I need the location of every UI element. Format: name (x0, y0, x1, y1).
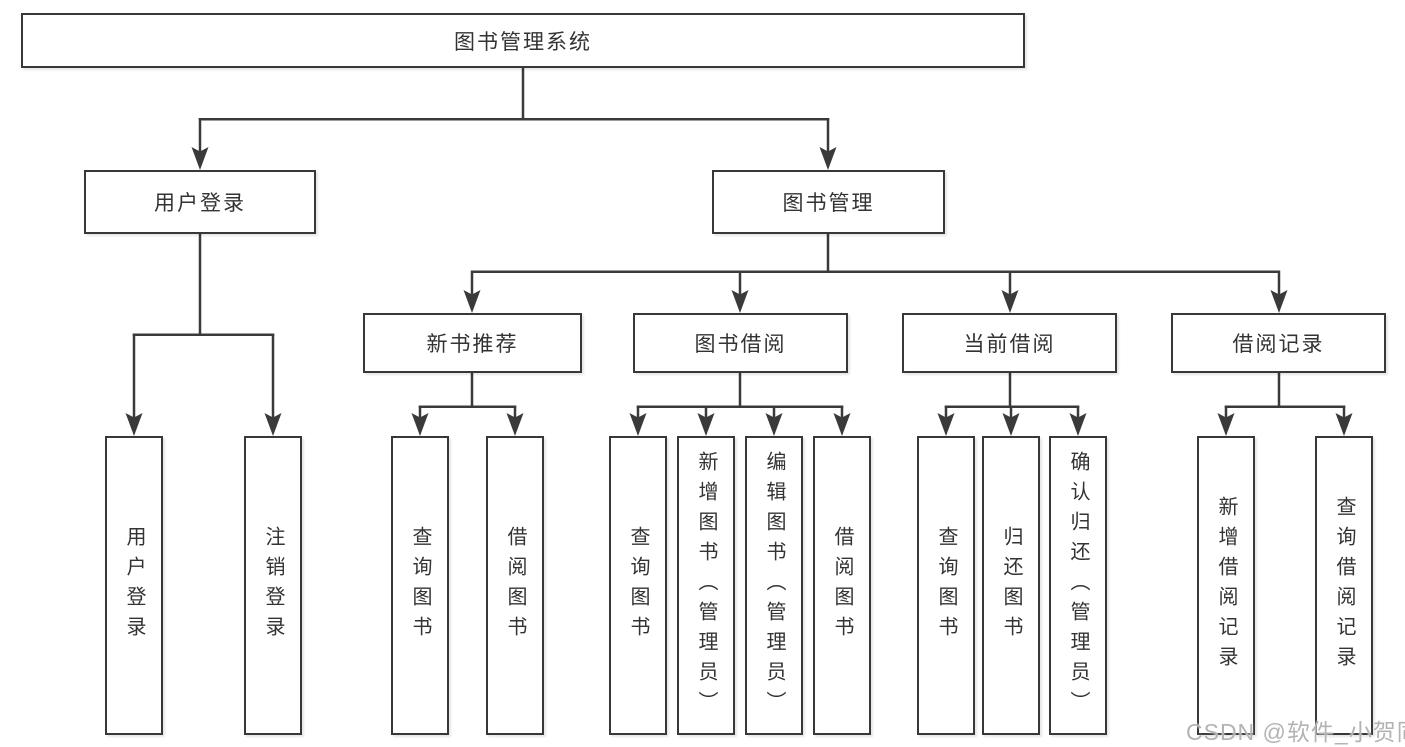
leaf-user-login: 用户登录 (105, 436, 163, 735)
leaf-label: 归还图书 (1000, 525, 1022, 646)
arrow-down-icon (1002, 413, 1020, 436)
arrow-down-icon (1335, 413, 1353, 436)
node-label: 图书管理系统 (454, 30, 592, 54)
arrow-down-icon (629, 413, 647, 436)
leaf-label: 用户登录 (123, 525, 145, 646)
arrow-down-icon (1217, 413, 1235, 436)
leaf-label: 查询图书 (627, 525, 649, 646)
leaf-label: 借阅图书 (831, 525, 853, 646)
node-library-system: 图书管理系统 (21, 13, 1025, 68)
node-book-management: 图书管理 (712, 170, 945, 234)
branch-borrow-records (1217, 373, 1353, 436)
node-label: 当前借阅 (963, 333, 1056, 356)
node-label: 新书推荐 (426, 333, 519, 356)
arrow-down-icon (125, 413, 143, 436)
arrow-down-icon (1270, 290, 1288, 313)
arrow-down-icon (819, 147, 837, 170)
arrow-down-icon (765, 413, 783, 436)
branch-book-management (463, 234, 1288, 313)
node-book-borrow: 图书借阅 (633, 313, 848, 373)
csdn-watermark: CSDN @软件_小贺同学 (1186, 719, 1405, 745)
leaf-label: 注销登录 (262, 525, 284, 646)
arrow-down-icon (937, 413, 955, 436)
leaf-label: 查询图书 (935, 525, 957, 646)
arrow-down-icon (731, 290, 749, 313)
branch-book-borrow (629, 373, 851, 436)
node-user-login: 用户登录 (84, 170, 316, 234)
leaf-label: 借阅图书 (504, 525, 526, 646)
leaf-logout: 注销登录 (244, 436, 302, 735)
node-label: 借阅记录 (1232, 333, 1325, 356)
node-label: 图书借阅 (694, 333, 787, 356)
arrow-down-icon (506, 413, 524, 436)
arrow-down-icon (191, 147, 209, 170)
arrow-down-icon (264, 413, 282, 436)
leaf-return-book: 归还图书 (982, 436, 1040, 735)
leaf-label: 查询借阅记录 (1333, 495, 1355, 676)
leaf-query-book-borrow: 查询图书 (609, 436, 667, 735)
leaf-borrow-book: 借阅图书 (813, 436, 871, 735)
leaf-query-borrow-record: 查询借阅记录 (1315, 436, 1373, 735)
leaf-query-book-current: 查询图书 (917, 436, 975, 735)
leaf-add-book-admin: 新增图书（管理员） (677, 436, 735, 735)
arrow-down-icon (833, 413, 851, 436)
leaf-label: 新增图书（管理员） (695, 450, 717, 721)
node-borrow-records: 借阅记录 (1171, 313, 1386, 373)
branch-current-borrow (937, 373, 1087, 436)
leaf-query-book-recommend: 查询图书 (391, 436, 449, 735)
leaf-label: 编辑图书（管理员） (763, 450, 785, 721)
node-current-borrow: 当前借阅 (902, 313, 1117, 373)
leaf-edit-book-admin: 编辑图书（管理员） (745, 436, 803, 735)
leaf-add-borrow-record: 新增借阅记录 (1197, 436, 1255, 735)
leaf-confirm-return-admin: 确认归还（管理员） (1049, 436, 1107, 735)
arrow-down-icon (411, 413, 429, 436)
branch-user-login (125, 234, 282, 436)
node-label: 图书管理 (782, 192, 875, 215)
arrow-down-icon (463, 290, 481, 313)
leaf-borrow-book-recommend: 借阅图书 (486, 436, 544, 735)
leaf-label: 查询图书 (409, 525, 431, 646)
arrow-down-icon (1001, 290, 1019, 313)
branch-new-book-recommend (411, 373, 524, 436)
leaf-label: 确认归还（管理员） (1067, 450, 1089, 721)
node-label: 用户登录 (154, 192, 246, 215)
arrow-down-icon (697, 413, 715, 436)
branch-root (191, 68, 837, 170)
leaf-label: 新增借阅记录 (1215, 495, 1237, 676)
arrow-down-icon (1069, 413, 1087, 436)
node-new-book-recommend: 新书推荐 (363, 313, 582, 373)
